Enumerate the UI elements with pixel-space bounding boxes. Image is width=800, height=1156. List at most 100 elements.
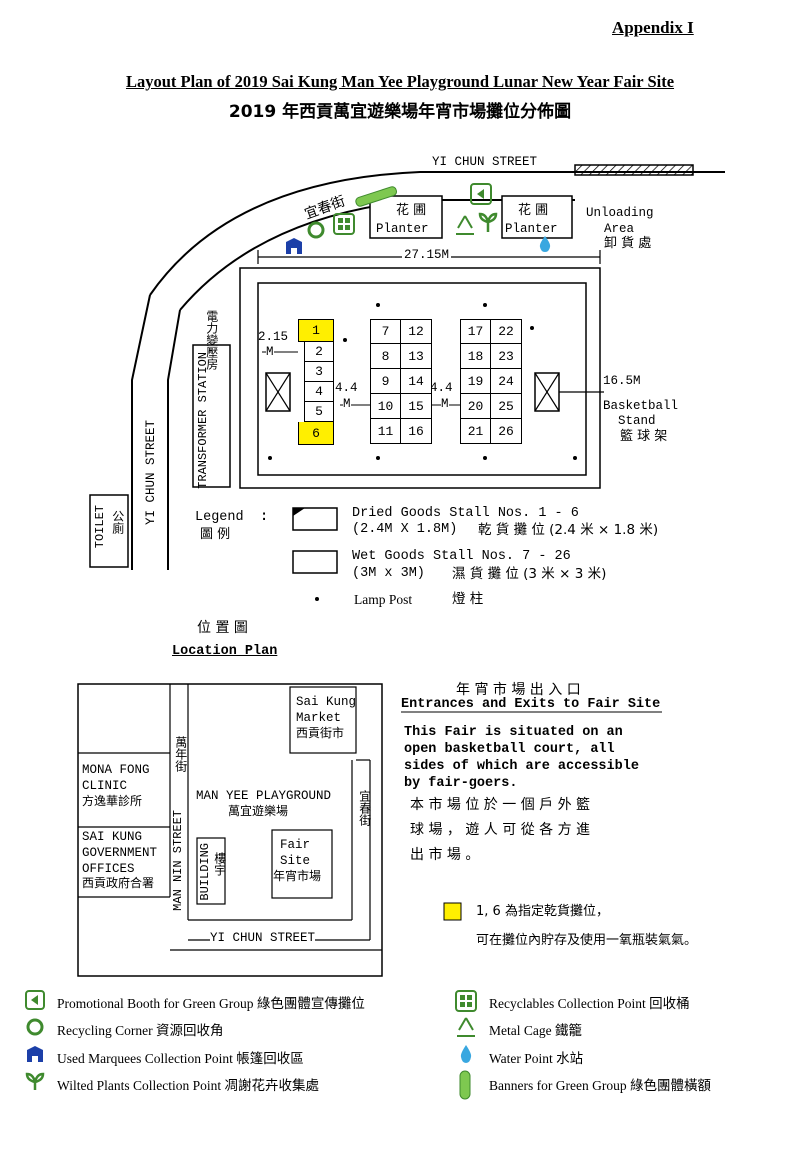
man-yee-playground-zh: 萬宜遊樂場 [228, 804, 289, 818]
transformer-label-zh: 電力變壓房 [204, 310, 219, 370]
mona-fong-zh: 方逸華診所 [82, 794, 143, 808]
stall-17: 17 [460, 319, 491, 344]
basketball-label-1: Basketball [603, 399, 679, 413]
water-point-icon [539, 236, 551, 252]
stall-15: 15 [400, 394, 432, 419]
planter1-en: Planter [376, 222, 429, 236]
planter2-en: Planter [505, 222, 558, 236]
legend-banners: Banners for Green Group 綠色團體橫額 [489, 1078, 711, 1093]
wilted-plants-icon [478, 212, 498, 232]
govt-1: SAI KUNG [82, 830, 143, 844]
man-yee-playground-label: MAN YEE PLAYGROUND [196, 789, 332, 803]
govt-3: OFFICES [82, 862, 135, 876]
dimension-44b: 4.4 [430, 381, 453, 395]
promotional-booth-icon [470, 183, 492, 205]
legend-dry-line2: (2.4M X 1.8M) [352, 522, 458, 537]
yi-chun-street-top-label: YI CHUN STREET [432, 155, 538, 169]
stall-1: 1 [298, 319, 334, 342]
dimension-165: 16.5M [603, 374, 641, 388]
location-title-zh: 位 置 圖 [197, 620, 248, 636]
legend-wilted: Wilted Plants Collection Point 凋謝花卉收集處 [57, 1078, 319, 1093]
entrances-text-zh-1: 本 市 場 位 於 一 個 戶 外 籃 [410, 797, 591, 813]
man-nin-street-zh: 萬年街 [173, 736, 188, 772]
unloading-label-1: Unloading [586, 206, 654, 220]
toilet-label-en: TOILET [93, 505, 107, 549]
gas-note-line1: 1, 6 為指定乾貨攤位， [476, 904, 609, 919]
stall-10: 10 [370, 394, 401, 419]
fair-site-zh: 年宵市場 [273, 869, 322, 883]
entrances-text-en-1: This Fair is situated on an [404, 725, 623, 740]
dimension-44a: 4.4 [335, 381, 358, 395]
entrances-text-zh-3: 出 市 場 。 [410, 847, 480, 863]
legend-wet-line2: (3M x 3M) [352, 566, 425, 581]
stall-25: 25 [490, 394, 522, 419]
toilet-label-zh: 公廁 [110, 510, 125, 534]
legend-lamp-en: Lamp Post [354, 592, 413, 607]
planter2-zh: 花 圃 [518, 203, 549, 218]
stall-11: 11 [370, 419, 401, 444]
dimension-44a-unit: M [343, 397, 351, 412]
stall-6: 6 [298, 422, 334, 445]
stall-26: 26 [490, 419, 522, 444]
legend-recyclables: Recyclables Collection Point 回收桶 [489, 996, 690, 1011]
recycling-corner-icon [26, 1018, 44, 1036]
legend-promo: Promotional Booth for Green Group 綠色團體宣傳… [57, 996, 365, 1011]
sai-kung-market-1: Sai Kung [296, 695, 357, 709]
legend-colon: : [260, 510, 269, 525]
promotional-booth-icon [25, 990, 45, 1010]
stall-8: 8 [370, 344, 401, 369]
legend-lamp-zh: 燈 柱 [452, 591, 484, 607]
stall-7: 7 [370, 319, 401, 344]
stall-9: 9 [370, 369, 401, 394]
fair-site-1: Fair [280, 838, 311, 852]
recyclables-collection-icon [455, 990, 477, 1012]
stall-2: 2 [304, 342, 334, 362]
legend-wet-line1: Wet Goods Stall Nos. 7 - 26 [352, 549, 571, 564]
stall-12: 12 [400, 319, 432, 344]
mona-fong-2: CLINIC [82, 779, 128, 793]
used-marquees-icon [27, 1046, 43, 1062]
stall-22: 22 [490, 319, 522, 344]
stall-20: 20 [460, 394, 491, 419]
legend-title-en: Legend [195, 510, 244, 525]
recyclables-collection-icon [333, 213, 355, 235]
legend-wet-zh: 濕 貨 攤 位 (3 米 × 3 米) [452, 566, 607, 582]
govt-zh: 西貢政府合署 [82, 876, 155, 890]
sai-kung-market-zh: 西貢街市 [296, 726, 345, 740]
building-zh: 樓宇 [212, 852, 227, 876]
stall-14: 14 [400, 369, 432, 394]
gas-note-line2: 可在攤位內貯存及使用一氧瓶裝氣氣。 [476, 933, 698, 948]
basketball-label-zh: 籃 球 架 [620, 429, 668, 444]
entrances-text-en-3: sides of which are accessible [404, 759, 639, 774]
stall-24: 24 [490, 369, 522, 394]
legend-water: Water Point 水站 [489, 1051, 584, 1066]
legend-marquees: Used Marquees Collection Point 帳篷回收區 [57, 1051, 304, 1066]
entrances-text-en-4: by fair-goers. [404, 776, 518, 791]
location-title-en: Location Plan [172, 644, 278, 659]
metal-cage-icon [457, 1017, 475, 1037]
entrances-text-zh-2: 球 場 ， 遊 人 可 從 各 方 進 [410, 822, 591, 838]
legend-metal: Metal Cage 鐵籠 [489, 1023, 582, 1038]
stall-18: 18 [460, 344, 491, 369]
stall-23: 23 [490, 344, 522, 369]
stall-21: 21 [460, 419, 491, 444]
unloading-label-zh: 卸 貨 處 [604, 236, 652, 251]
dimension-44b-unit: M [441, 397, 449, 412]
planter1-zh: 花 圃 [396, 203, 427, 218]
page-title-en: Layout Plan of 2019 Sai Kung Man Yee Pla… [125, 72, 675, 91]
banner-icon [459, 1070, 471, 1100]
legend-dry-zh: 乾 貨 攤 位 (2.4 米 × 1.8 米) [478, 522, 659, 538]
water-point-icon [460, 1045, 472, 1063]
govt-2: GOVERNMENT [82, 846, 158, 860]
legend-title-zh: 圖 例 [200, 527, 231, 542]
basketball-label-2: Stand [618, 414, 656, 428]
recycling-corner-icon [307, 221, 325, 239]
entrances-title-zh: 年 宵 市 場 出 入 口 [456, 682, 581, 698]
used-marquees-icon [286, 238, 302, 254]
dimension-width: 27.15M [402, 248, 452, 263]
man-nin-street-label: MAN NIN STREET [171, 810, 185, 911]
yi-chun-street-right-zh: 宜春街 [357, 790, 372, 826]
legend-dry-line1: Dried Goods Stall Nos. 1 - 6 [352, 506, 579, 521]
fair-site-2: Site [280, 854, 311, 868]
unloading-label-2: Area [604, 222, 635, 236]
